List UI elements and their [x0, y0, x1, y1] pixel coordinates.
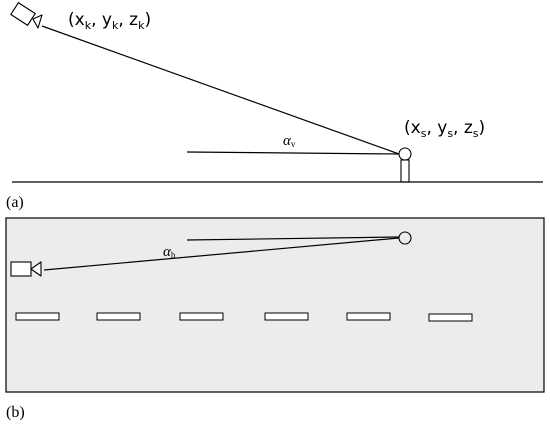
camera-coords-label: (xk, yk, zk) — [68, 10, 151, 32]
panel-a-label: (a) — [6, 194, 24, 211]
vertical-angle-label: αv — [283, 133, 296, 149]
panel-b: αh (b) — [5, 217, 545, 421]
road-area — [5, 217, 545, 393]
panel-a: (xk, yk, zk) αv (xs, ys, zs) (a) — [6, 1, 543, 211]
sensor-top-icon — [398, 231, 412, 245]
sensor-coords-label: (xs, ys, zs) — [404, 118, 485, 140]
reference-line — [186, 151, 400, 155]
sensor-post — [400, 159, 410, 183]
lane-markings — [15, 312, 473, 322]
lane-marking — [15, 312, 60, 321]
camera-sight-line — [41, 25, 400, 155]
camera-top-icon — [10, 261, 42, 277]
lane-marking — [96, 312, 141, 321]
panel-b-label: (b) — [6, 404, 25, 421]
horizontal-angle-label: αh — [163, 244, 176, 260]
lane-marking — [346, 312, 391, 321]
lane-marking — [179, 312, 224, 321]
lane-marking — [428, 313, 473, 322]
sensor-head-icon — [398, 147, 412, 161]
reference-line-top — [186, 236, 400, 241]
camera-icon — [10, 1, 43, 29]
camera-sight-line-top — [43, 237, 400, 271]
lane-marking — [264, 312, 309, 321]
